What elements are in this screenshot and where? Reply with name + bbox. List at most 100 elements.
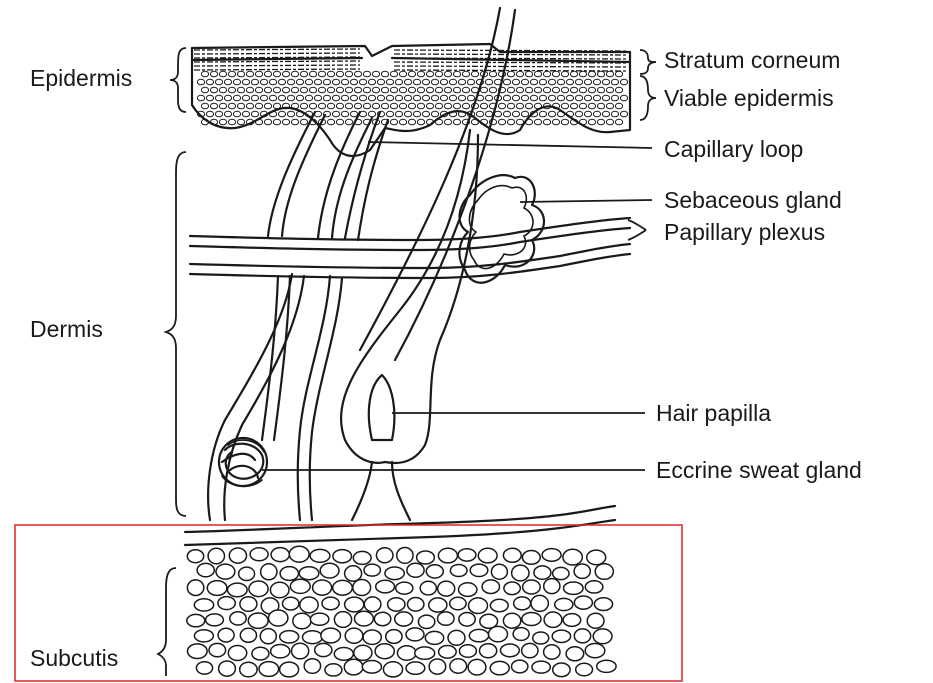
epidermal-cell — [521, 79, 528, 85]
epidermal-cell — [453, 103, 460, 109]
epidermal-cell — [467, 95, 474, 101]
epidermal-cell — [278, 95, 285, 101]
epidermal-cell — [417, 71, 424, 77]
epidermal-cell — [435, 87, 442, 93]
fat-cell — [513, 628, 529, 641]
fat-cell — [228, 646, 246, 661]
epidermal-cell — [426, 87, 433, 93]
fat-cell — [388, 598, 405, 611]
fat-cell — [280, 567, 298, 581]
fat-cell — [522, 643, 538, 657]
epidermal-cell — [255, 71, 262, 77]
epidermal-cell — [264, 103, 271, 109]
fat-cell — [355, 611, 374, 626]
epidermal-cell — [552, 87, 559, 93]
fat-cell — [376, 548, 393, 563]
epidermal-cell — [269, 79, 276, 85]
epidermal-cell — [287, 79, 294, 85]
epidermal-cell — [467, 79, 474, 85]
epidermal-cell — [507, 103, 514, 109]
dermis-structures — [185, 8, 630, 545]
fat-cell — [196, 662, 212, 674]
fat-cell — [345, 597, 364, 612]
fat-cell — [383, 662, 402, 677]
epidermal-cell — [426, 103, 433, 109]
epidermal-cell — [503, 79, 510, 85]
epidermal-cell — [197, 95, 204, 101]
epidermal-cell — [381, 103, 388, 109]
fat-cell — [420, 581, 436, 595]
epidermal-cell — [507, 119, 514, 125]
epidermal-cell — [368, 111, 375, 117]
epidermal-cell — [602, 111, 609, 117]
fat-cell — [322, 597, 339, 610]
epidermal-cell — [282, 87, 289, 93]
epidermal-cell — [399, 87, 406, 93]
capillary-loop-leader — [368, 142, 652, 148]
epidermal-cell — [476, 111, 483, 117]
fat-cell — [249, 581, 268, 597]
epidermal-cell — [251, 79, 258, 85]
epidermal-cell — [327, 103, 334, 109]
epidermal-cell — [350, 95, 357, 101]
epidermis-brace — [170, 48, 186, 112]
epidermal-cell — [552, 71, 559, 77]
fat-cell — [512, 660, 528, 673]
capillary-loop-vessel-2 — [318, 112, 372, 238]
fat-cell — [240, 597, 257, 612]
epidermal-cell — [314, 79, 321, 85]
fat-cell — [219, 661, 236, 676]
epidermal-cell — [197, 79, 204, 85]
fat-cell — [310, 613, 328, 625]
epidermal-cell — [440, 95, 447, 101]
epidermal-cell — [534, 71, 541, 77]
fat-cell — [280, 662, 299, 677]
epidermal-cell — [395, 79, 402, 85]
epidermal-cell — [255, 87, 262, 93]
epidermal-cell — [566, 79, 573, 85]
epidermal-cell — [444, 119, 451, 125]
epidermal-cell — [215, 95, 222, 101]
epidermal-cell — [548, 111, 555, 117]
fat-cell — [259, 662, 279, 677]
epidermal-cell — [453, 87, 460, 93]
fat-cell — [450, 597, 466, 610]
epidermal-cell — [237, 87, 244, 93]
epidermal-cell — [228, 71, 235, 77]
epidermal-cell — [323, 79, 330, 85]
epidermal-cell — [408, 103, 415, 109]
epidermal-cell — [512, 95, 519, 101]
fat-cell — [218, 628, 234, 642]
fat-cell — [406, 628, 424, 641]
fat-cell — [303, 631, 323, 644]
epidermal-cell — [314, 95, 321, 101]
epidermal-cell — [336, 87, 343, 93]
fat-cell — [490, 661, 509, 674]
epidermal-cell — [422, 79, 429, 85]
epidermal-cell — [282, 71, 289, 77]
epidermal-cell — [557, 79, 564, 85]
epidermal-cell — [399, 103, 406, 109]
fat-cell — [503, 548, 521, 562]
epidermal-cell — [350, 111, 357, 117]
fat-cell — [290, 579, 310, 593]
epidermal-cell — [341, 79, 348, 85]
fat-cell — [362, 661, 381, 674]
epidermal-cell — [404, 79, 411, 85]
epidermal-cell — [413, 79, 420, 85]
epidermal-cell — [386, 79, 393, 85]
epidermal-cell — [318, 87, 325, 93]
fat-cell — [585, 581, 603, 593]
epidermal-cell — [534, 119, 541, 125]
epidermal-cell — [242, 111, 249, 117]
epidermal-cell — [588, 103, 595, 109]
epidermal-cell — [620, 111, 627, 117]
fat-cell — [553, 567, 569, 579]
corneum-band — [194, 65, 628, 67]
epidermal-cell — [516, 119, 523, 125]
epidermal-cell — [534, 87, 541, 93]
epidermal-cell — [422, 111, 429, 117]
fat-cell — [480, 644, 497, 658]
fat-cell — [313, 580, 332, 595]
epidermal-cell — [453, 119, 460, 125]
